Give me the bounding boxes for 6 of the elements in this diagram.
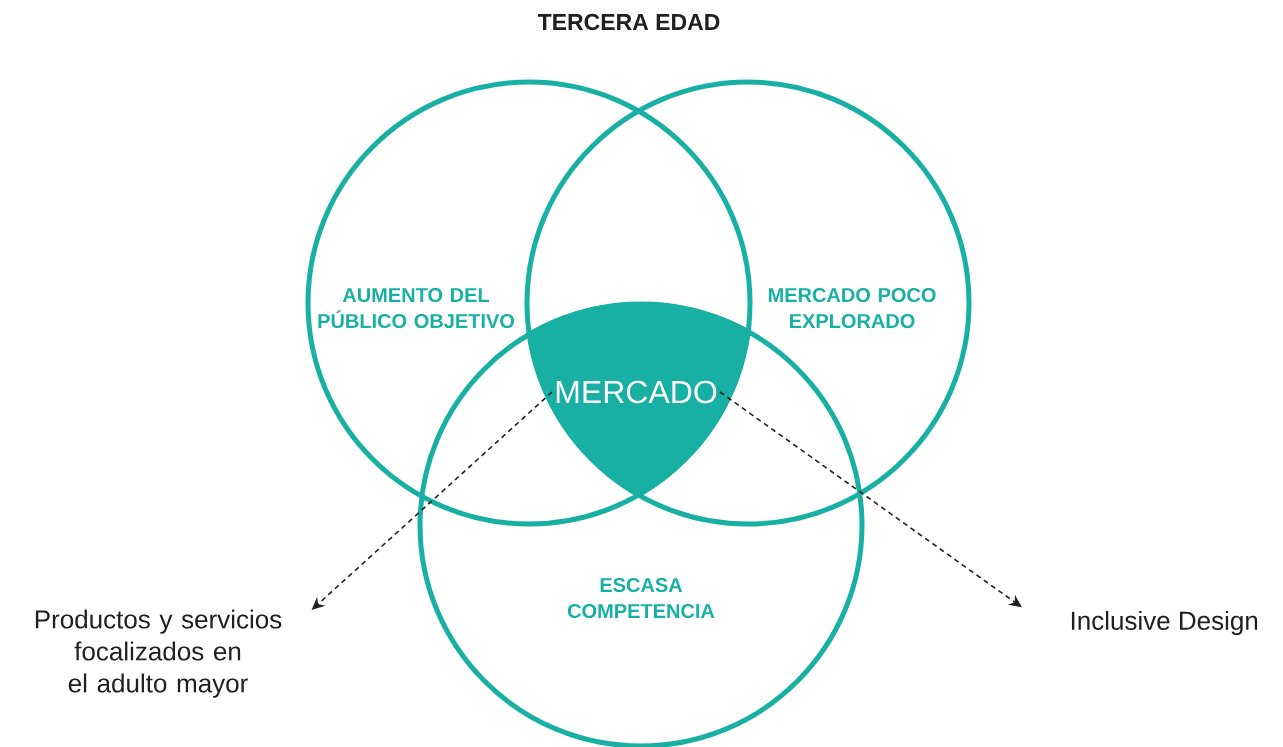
circle-label: AUMENTO DEL PÚBLICO OBJETIVO <box>318 287 515 329</box>
annotation-text: Productos y servicios focalizados en el adulto mayor <box>35 609 282 698</box>
annotation-text: Inclusive Design <box>1071 610 1258 636</box>
title: TERCERA EDAD <box>537 13 720 31</box>
circle-label: MERCADO POCO EXPLORADO <box>768 287 936 329</box>
intersection-region: MERCADO <box>525 302 752 526</box>
